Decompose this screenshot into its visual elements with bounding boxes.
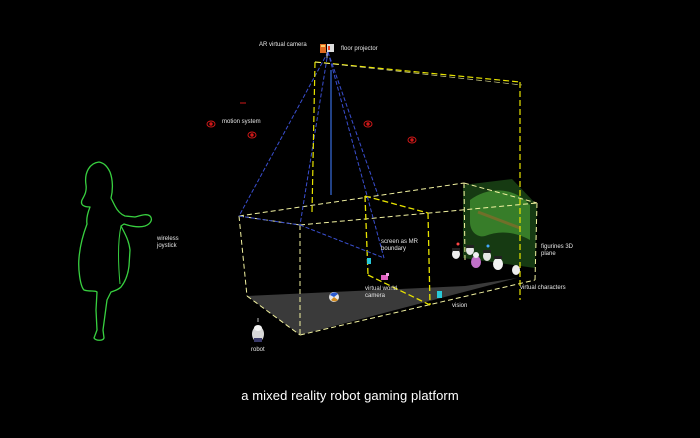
label-virtual-world-camera: virtual world camera [365, 286, 398, 299]
virtual-world-foliage [470, 190, 530, 240]
robot-icon [252, 318, 264, 342]
virtual-camera-icon [381, 273, 389, 280]
figurine-icon [452, 242, 520, 275]
ball-icon [329, 292, 339, 302]
projector-plane [311, 61, 523, 300]
girl-figure [78, 161, 152, 341]
label-ar-camera: AR virtual camera [259, 42, 307, 48]
floor-plane [247, 278, 517, 335]
label-projector: floor projector [341, 46, 378, 52]
label-vision: vision [452, 303, 468, 309]
room-box [238, 182, 538, 336]
camera-icon [320, 44, 326, 53]
label-virtual-characters: virtual characters [520, 285, 566, 291]
projector-icon [327, 44, 334, 52]
motion-tracker-icon [206, 120, 417, 144]
label-wireless-joystick: wireless joystick [157, 236, 179, 249]
label-screen-boundary: screen as MR boundary [381, 239, 419, 252]
vision-camera-icon [367, 258, 442, 298]
label-motion-system: motion system [222, 119, 261, 125]
label-figurines-plate: figurines 3D plane [541, 244, 574, 257]
diagram-caption: a mixed reality robot gaming platform [241, 388, 459, 403]
projection-frustum [238, 51, 385, 259]
label-robot: robot [251, 347, 265, 353]
